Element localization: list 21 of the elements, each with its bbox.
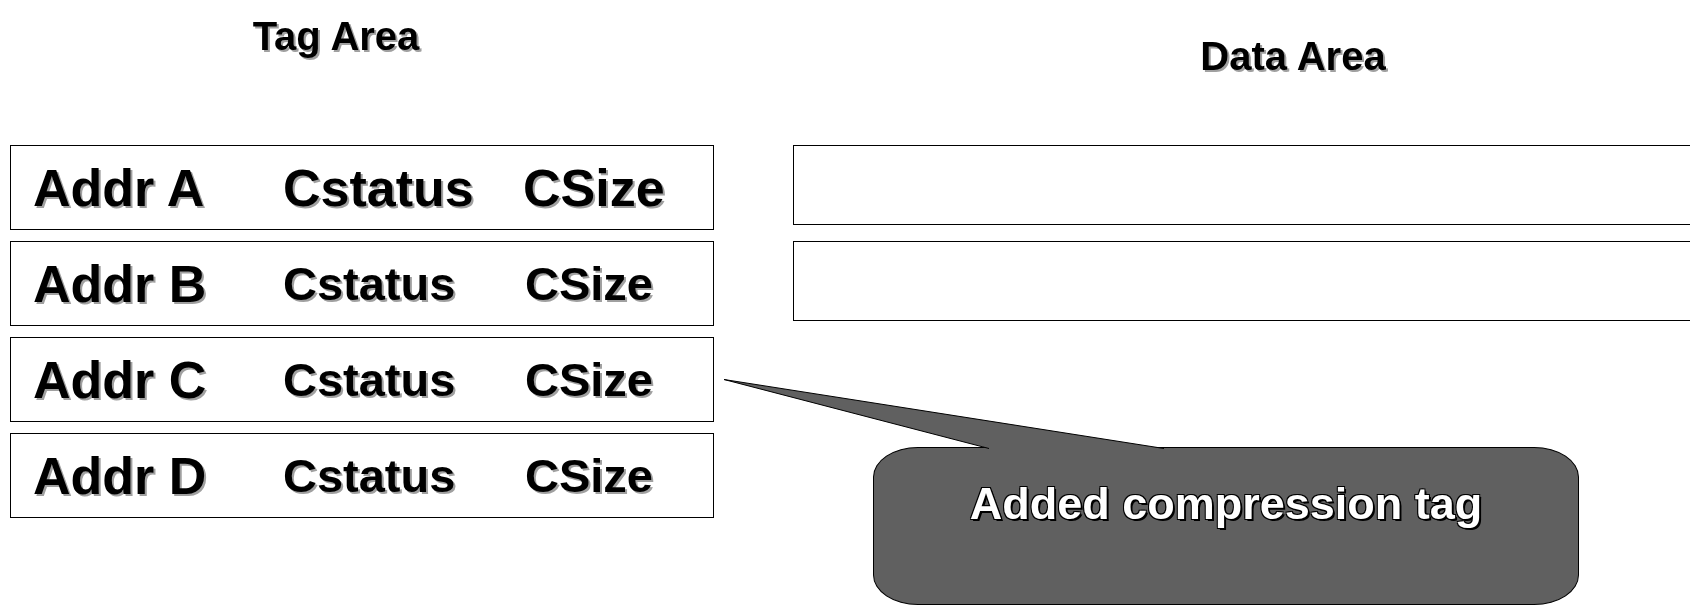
- size-text: CSize: [523, 161, 665, 214]
- status-text: Cstatus: [283, 260, 456, 307]
- address-text: Addr D: [33, 449, 207, 502]
- tag-row: [10, 433, 714, 518]
- tag-row: [10, 145, 714, 230]
- address-text: Addr B: [33, 257, 207, 310]
- tag-row: [10, 337, 714, 422]
- size-text: CSize: [525, 260, 653, 307]
- size-text: CSize: [525, 356, 653, 403]
- area-heading: Tag Area: [252, 14, 420, 59]
- address-text: Addr C: [33, 353, 207, 406]
- data-box: [793, 241, 1690, 321]
- status-text: Cstatus: [283, 452, 456, 499]
- tag-row: [10, 241, 714, 326]
- address-text: Addr A: [33, 161, 205, 214]
- area-heading: Data Area: [1200, 34, 1386, 79]
- callout-text: Added compression tag: [968, 478, 1484, 530]
- size-text: CSize: [525, 452, 653, 499]
- status-text: Cstatus: [283, 161, 474, 214]
- status-text: Cstatus: [283, 356, 456, 403]
- data-box: [793, 145, 1690, 225]
